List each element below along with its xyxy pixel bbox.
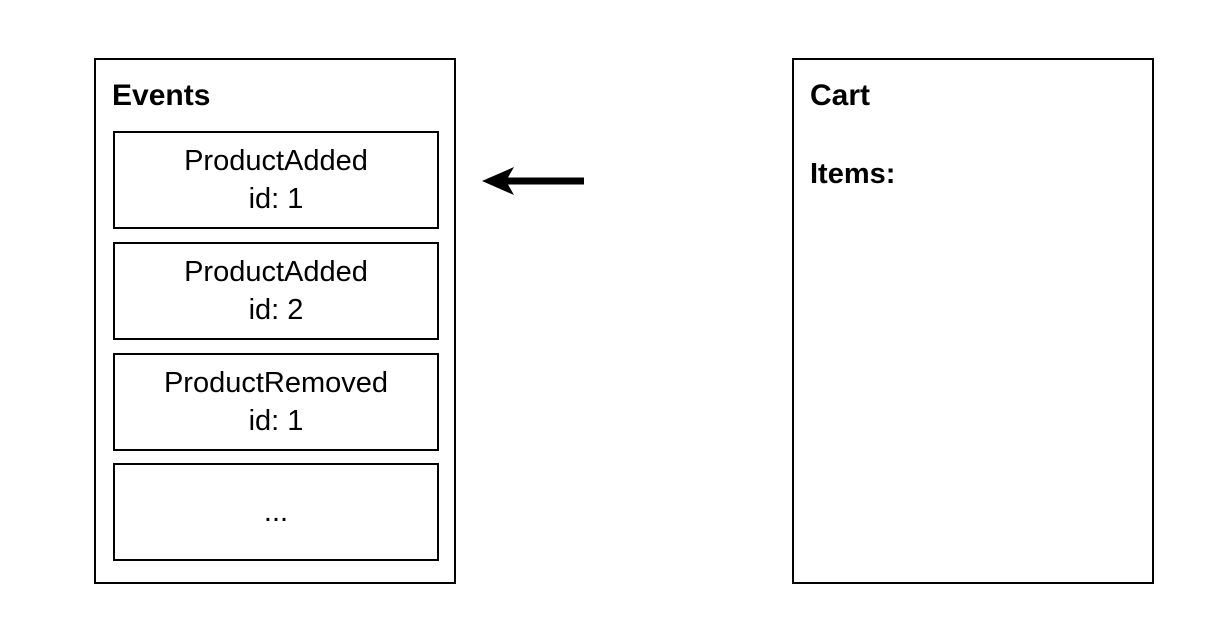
event-name: ProductAdded xyxy=(184,256,368,288)
event-id: id: 1 xyxy=(248,183,304,215)
events-panel: Events ProductAdded id: 1 ProductAdded i… xyxy=(94,58,456,584)
event-item: ProductAdded id: 1 xyxy=(113,131,439,229)
cart-panel: Cart Items: xyxy=(792,58,1154,584)
events-title: Events xyxy=(112,79,211,112)
event-id: id: 2 xyxy=(248,294,304,326)
cart-title: Cart xyxy=(810,79,871,112)
event-name: ProductRemoved xyxy=(163,367,389,399)
left-arrow-icon xyxy=(482,167,584,195)
event-item: ProductRemoved id: 1 xyxy=(113,353,439,451)
event-id: id: 1 xyxy=(248,405,304,437)
arrow-head xyxy=(482,167,514,195)
event-item: ProductAdded id: 2 xyxy=(113,242,439,340)
event-name: ProductAdded xyxy=(184,145,368,177)
cart-items-label: Items: xyxy=(810,158,896,190)
event-item-ellipsis: ... xyxy=(113,463,439,561)
event-name: ... xyxy=(263,496,289,528)
